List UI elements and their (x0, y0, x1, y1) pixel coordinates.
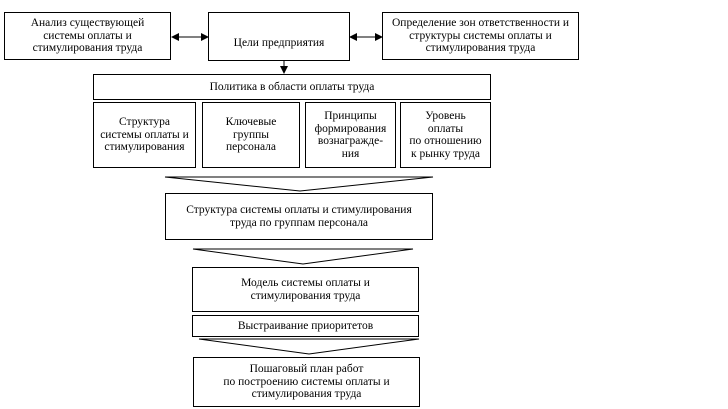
responsibility-label: Определение зон ответственности и структ… (391, 17, 569, 55)
policy-item-principles-label: Принципы формирования вознагражде- ния (314, 110, 387, 160)
policy-item-groups: Ключевые группы персонала (202, 102, 300, 168)
funnel-arrow-2 (192, 248, 414, 265)
model-label: Модель системы оплаты и стимулирования т… (241, 277, 370, 302)
policy-label: Политика в области оплаты труда (209, 80, 375, 93)
policy-item-level: Уровень оплаты по отношению к рынку труд… (400, 102, 491, 168)
structure-by-groups-box: Структура системы оплаты и стимулировани… (165, 193, 433, 240)
policy-item-groups-label: Ключевые группы персонала (225, 116, 277, 154)
policy-box: Политика в области оплаты труда (93, 74, 491, 100)
funnel-arrow-3 (198, 338, 420, 355)
goals-label: Цели предприятия (233, 37, 325, 50)
funnel-arrow-1 (164, 176, 434, 192)
structure-by-groups-label: Структура системы оплаты и стимулировани… (186, 204, 412, 229)
model-box: Модель системы оплаты и стимулирования т… (192, 267, 419, 312)
analysis-box: Анализ существующей системы оплаты и сти… (4, 12, 171, 60)
policy-item-principles: Принципы формирования вознагражде- ния (305, 102, 396, 168)
priorities-box: Выстраивание приоритетов (192, 315, 419, 337)
priorities-label: Выстраивание приоритетов (237, 319, 374, 332)
responsibility-box: Определение зон ответственности и структ… (382, 12, 579, 60)
plan-box: Пошаговый план работ по построению систе… (193, 357, 420, 407)
plan-label: Пошаговый план работ по построению систе… (223, 363, 390, 401)
goals-box: Цели предприятия (208, 12, 350, 61)
analysis-label: Анализ существующей системы оплаты и сти… (30, 17, 145, 55)
policy-item-structure: Структура системы оплаты и стимулировани… (93, 102, 196, 168)
policy-item-level-label: Уровень оплаты по отношению к рынку труд… (409, 110, 482, 160)
policy-item-structure-label: Структура системы оплаты и стимулировани… (100, 116, 189, 154)
